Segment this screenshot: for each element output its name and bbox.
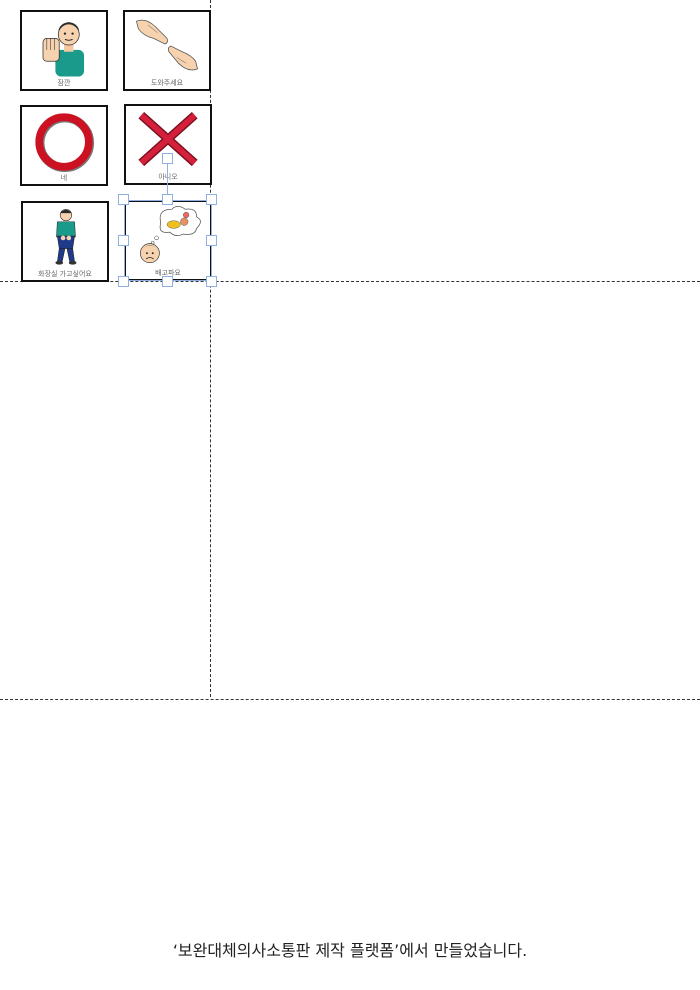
horizontal-guide-line-top	[0, 281, 700, 282]
card-no[interactable]: 아니오	[124, 104, 212, 185]
resize-handle-top[interactable]	[162, 194, 173, 205]
card-hungry[interactable]: 배고파요	[124, 200, 212, 281]
resize-handle-top-left[interactable]	[118, 194, 129, 205]
card-label: 화장실 가고싶어요	[38, 270, 92, 278]
resize-handle-bottom-right[interactable]	[206, 276, 217, 287]
resize-handle-right[interactable]	[206, 235, 217, 246]
rotation-handle-line	[167, 164, 168, 199]
card-help[interactable]: 도와주세요	[123, 10, 211, 91]
card-label: 배고파요	[155, 269, 181, 277]
resize-handle-bottom[interactable]	[162, 276, 173, 287]
no-x-icon	[126, 106, 210, 174]
hungry-face-icon	[126, 202, 210, 270]
horizontal-guide-line-bottom	[0, 699, 700, 700]
resize-handle-top-right[interactable]	[206, 194, 217, 205]
footer-credit: ‘보완대체의사소통판 제작 플랫폼’에서 만들었습니다.	[172, 941, 528, 960]
resize-handle-bottom-left[interactable]	[118, 276, 129, 287]
card-label: 도와주세요	[150, 79, 184, 87]
card-label: 잠깐	[57, 79, 71, 87]
card-yes[interactable]: 네	[20, 105, 108, 186]
vertical-guide-line	[210, 0, 211, 697]
stop-hand-icon	[22, 12, 106, 80]
resize-handle-left[interactable]	[118, 235, 129, 246]
card-stop[interactable]: 잠깐	[20, 10, 108, 91]
toilet-person-icon	[23, 203, 107, 271]
card-label: 네	[60, 174, 68, 182]
card-toilet[interactable]: 화장실 가고싶어요	[21, 201, 109, 282]
yes-circle-icon	[22, 107, 106, 175]
help-hands-icon	[125, 12, 209, 80]
rotation-handle[interactable]	[162, 153, 173, 164]
card-label: 아니오	[158, 173, 178, 181]
